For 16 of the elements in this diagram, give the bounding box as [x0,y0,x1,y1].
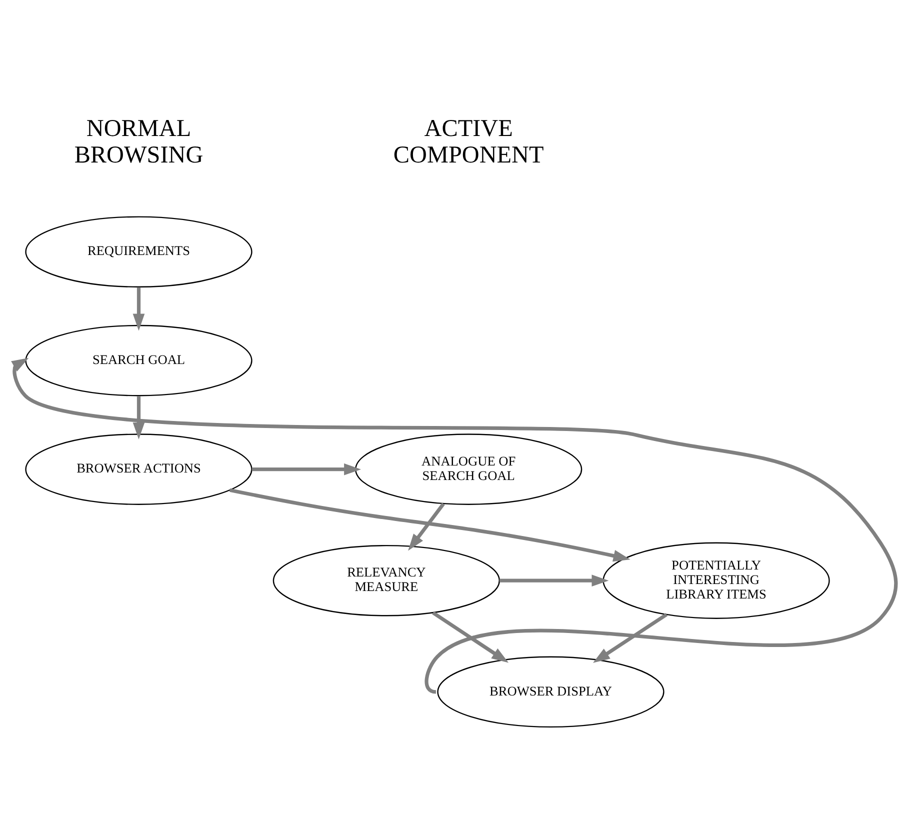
node-ellipse: SEARCH GOAL [24,324,252,396]
node-ellipse: BROWSER DISPLAY [436,656,664,728]
node-ellipse: BROWSER ACTIONS [24,434,252,505]
node-ellipse: REQUIREMENTS [24,216,252,288]
label: NORMAL BROWSING [74,114,203,168]
arrow [408,502,444,551]
arrow [251,463,361,476]
node-ellipse: POTENTIALLY INTERESTING LIBRARY ITEMS [602,542,830,619]
node-ellipse: RELEVANCY MEASURE [272,544,500,616]
arrow [432,611,508,663]
arrow [132,287,144,331]
arrow [228,488,630,562]
arrow [132,396,144,440]
node-ellipse: ANALOGUE OF SEARCH GOAL [354,434,582,505]
arrow [498,574,608,587]
label: ACTIVE COMPONENT [392,114,544,168]
